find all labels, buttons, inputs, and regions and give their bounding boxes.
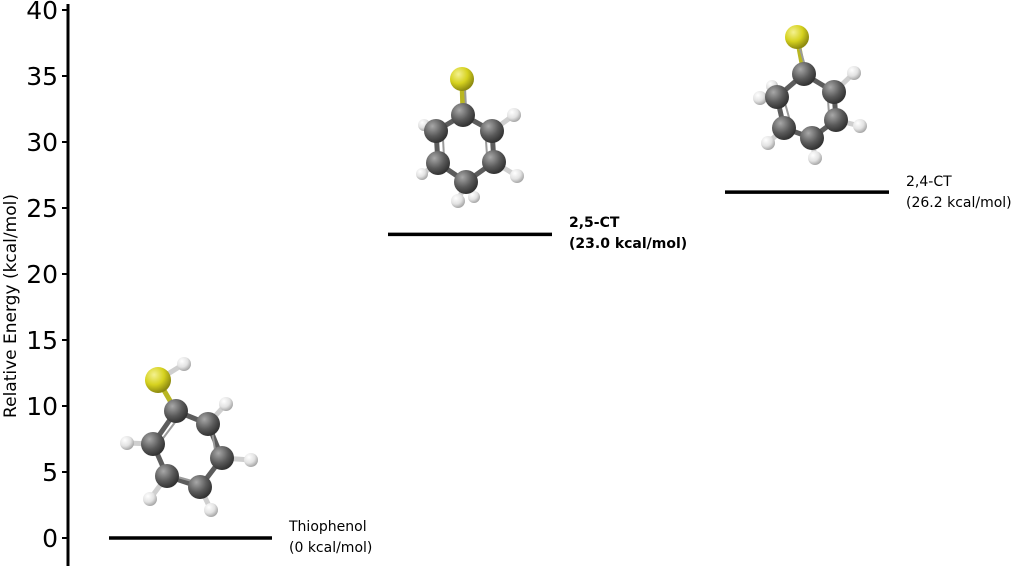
level-energy-2,4-ct: (26.2 kcal/mol)	[906, 195, 1012, 211]
y-tick-label: 40	[26, 0, 58, 25]
y-tick-label: 5	[42, 458, 58, 487]
y-tick-label: 30	[26, 128, 58, 157]
level-name-2,5-ct: 2,5-CT	[569, 215, 620, 231]
level-energy-thiophenol: (0 kcal/mol)	[289, 540, 372, 556]
y-axis-label: Relative Energy (kcal/mol)	[1, 194, 21, 418]
y-tick-label: 35	[26, 62, 58, 91]
y-tick-label: 0	[42, 524, 58, 553]
y-tick-label: 20	[26, 260, 58, 289]
y-tick-label: 15	[26, 326, 58, 355]
thiophenol-molecule-icon	[120, 357, 258, 517]
level-name-thiophenol: Thiophenol	[288, 519, 367, 535]
y-tick-label: 10	[26, 392, 58, 421]
level-name-2,4-ct: 2,4-CT	[906, 174, 952, 190]
y-tick-label: 25	[26, 194, 58, 223]
2,5-ct-molecule-icon	[416, 67, 524, 208]
level-energy-2,5-ct: (23.0 kcal/mol)	[569, 236, 687, 252]
y-ticks: 0 5 10 15 20 25 30 35 40	[26, 0, 68, 553]
2,4-ct-molecule-icon	[753, 25, 867, 165]
